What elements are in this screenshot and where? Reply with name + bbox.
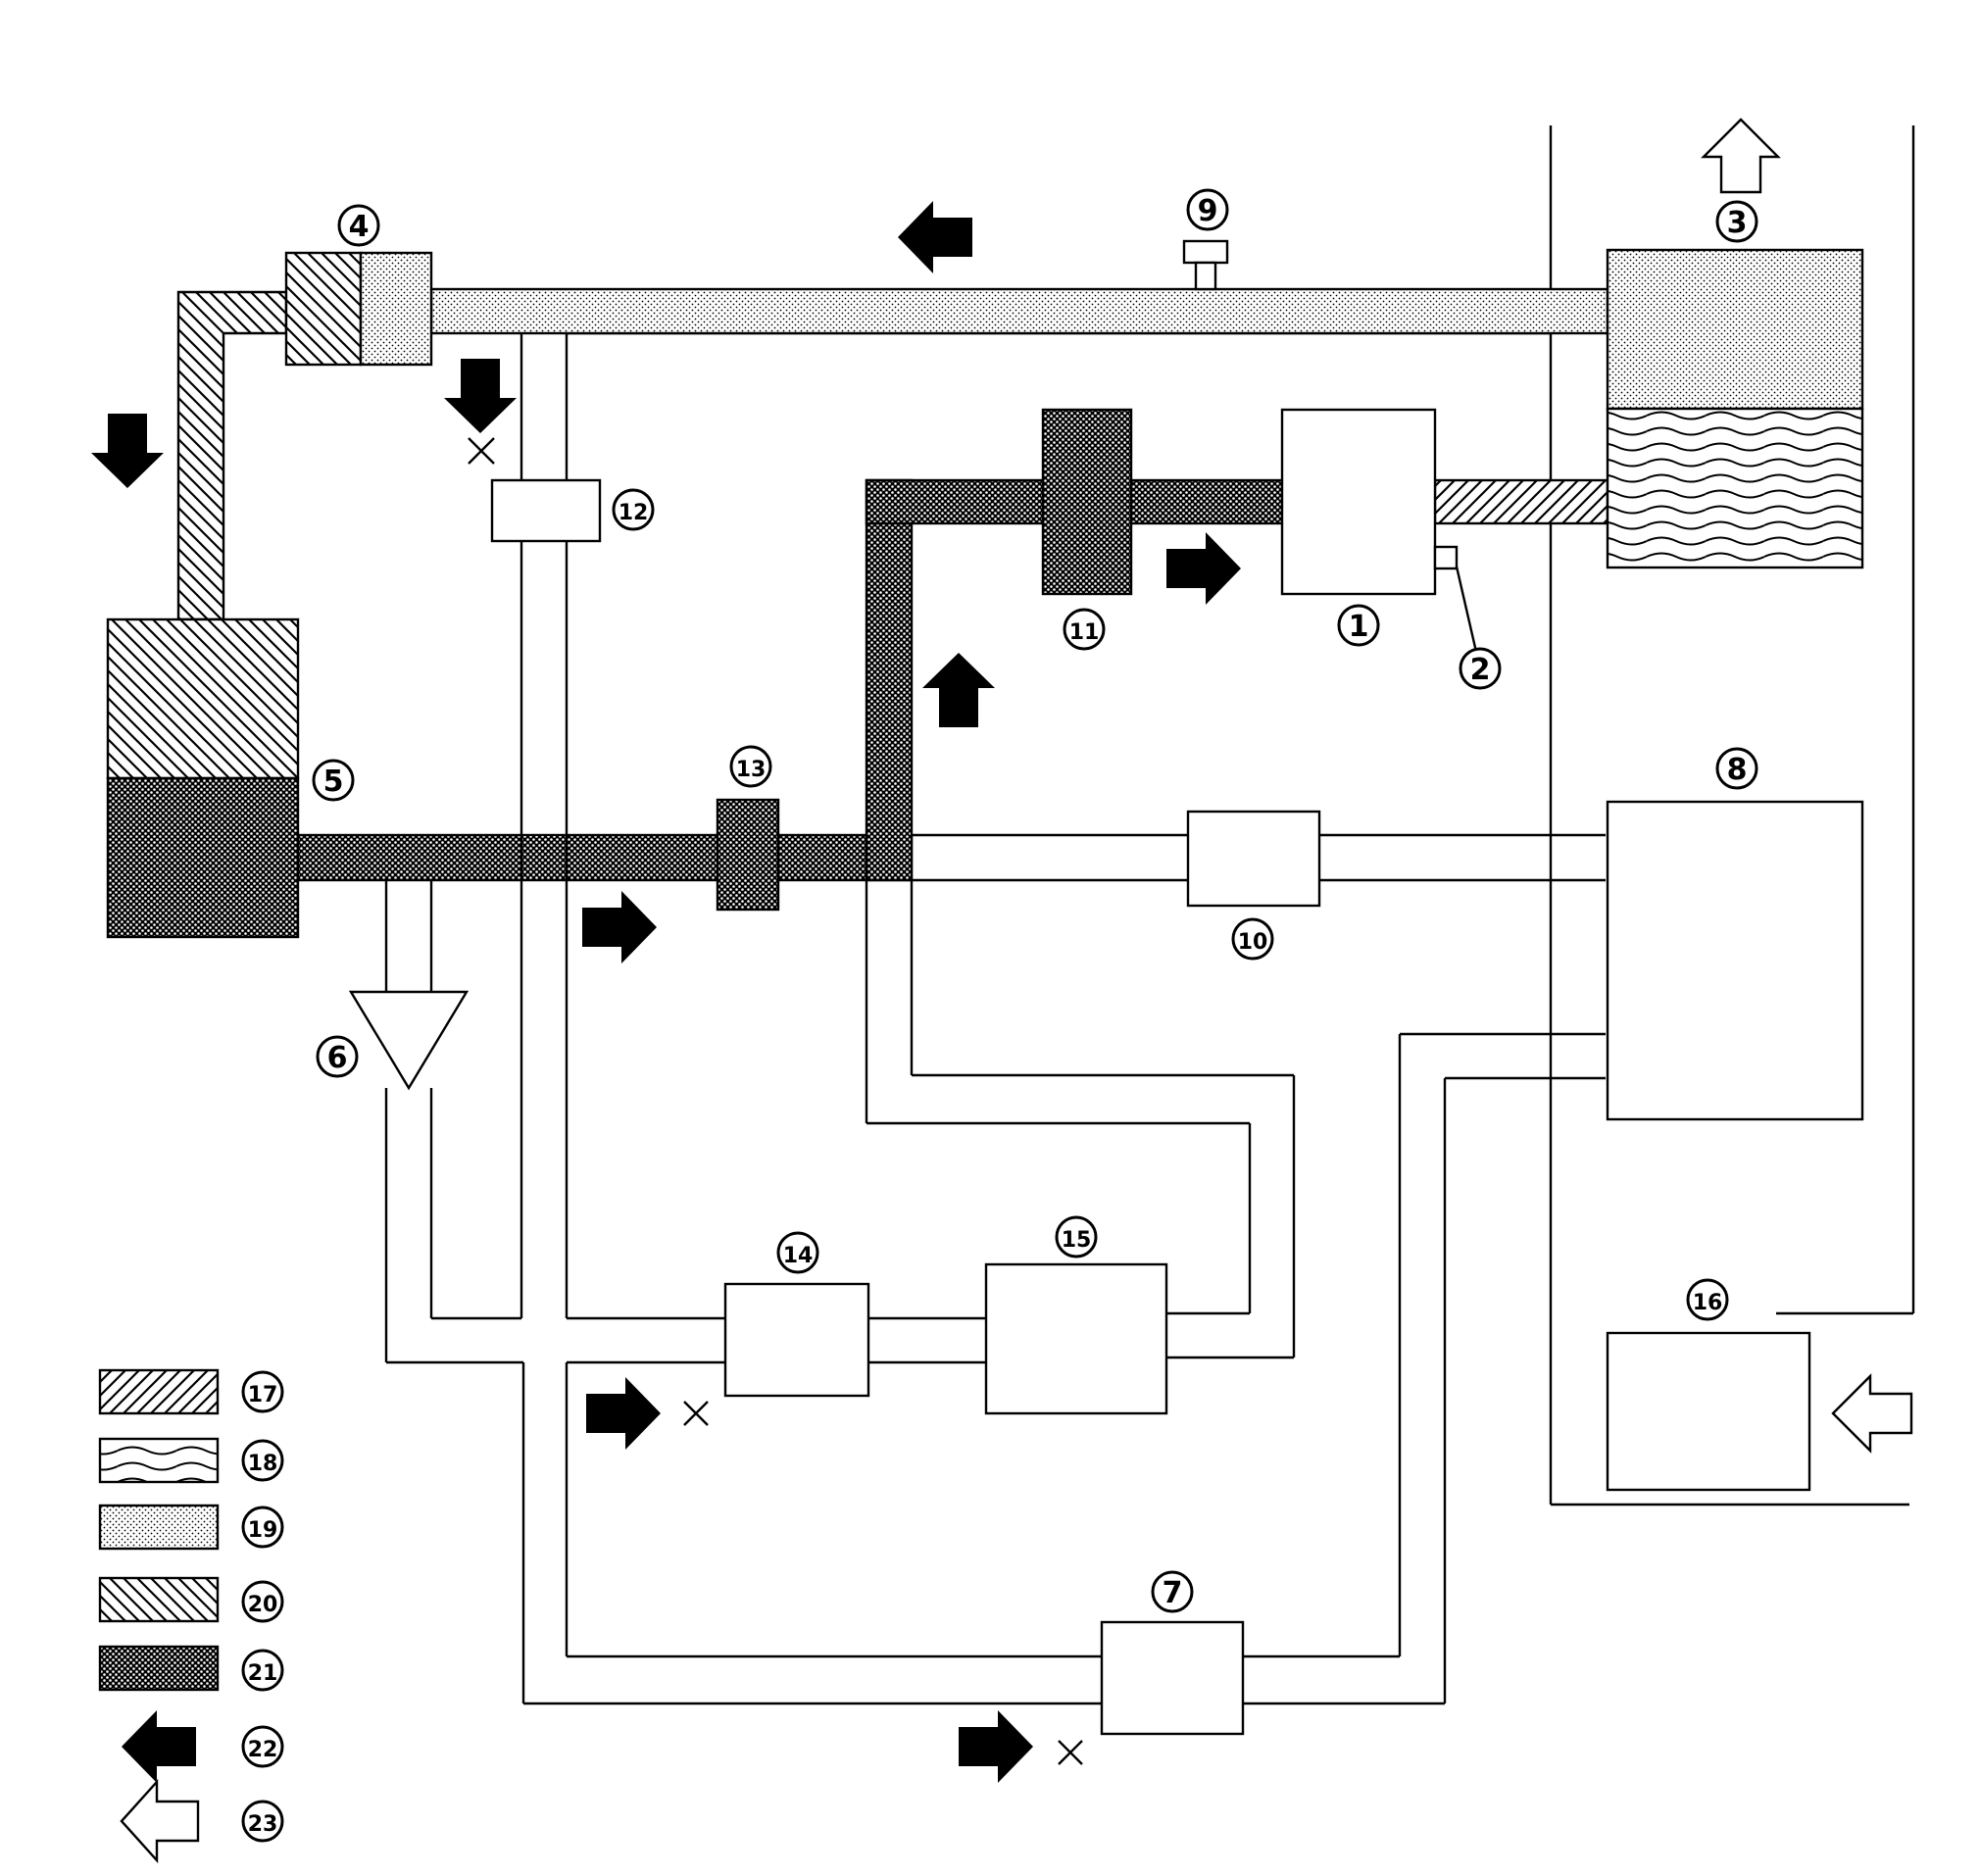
legend-swatch-21 [98, 1645, 220, 1692]
svg-text:12: 12 [619, 501, 649, 525]
component-16 [1606, 1331, 1811, 1492]
legend-swatch-18 [98, 1437, 220, 1484]
component-1 [1280, 408, 1437, 596]
label-15: 15 [1055, 1215, 1098, 1259]
svg-text:8: 8 [1727, 753, 1748, 787]
svg-text:20: 20 [248, 1593, 278, 1617]
label-1: 1 [1337, 604, 1380, 647]
flow-arrow-riser [922, 653, 995, 727]
label-19: 19 [241, 1506, 284, 1549]
component-10 [1186, 810, 1321, 908]
tank-3-bottom [1606, 407, 1864, 569]
label-13: 13 [729, 745, 772, 788]
label-22: 22 [241, 1725, 284, 1768]
label-20: 20 [241, 1580, 284, 1623]
svg-text:1: 1 [1349, 610, 1369, 644]
svg-text:9: 9 [1198, 194, 1218, 228]
component-4-right [359, 251, 433, 367]
component-14 [723, 1282, 870, 1398]
label-8: 8 [1715, 747, 1758, 790]
svg-text:11: 11 [1069, 620, 1100, 645]
dense-pipe-lower [296, 833, 914, 882]
svg-text:2: 2 [1470, 653, 1491, 687]
flow-arrow-to-1 [1166, 532, 1241, 605]
intake-outline-arrow [1831, 1373, 1913, 1454]
svg-text:10: 10 [1238, 930, 1268, 955]
svg-text:7: 7 [1163, 1576, 1183, 1610]
tank-3-top [1606, 248, 1864, 411]
legend-swatch-20 [98, 1576, 220, 1623]
sensor-2 [1433, 545, 1459, 570]
blocked-marks [468, 437, 1083, 1765]
component-13 [716, 798, 780, 912]
leader-2 [1455, 566, 1478, 653]
flow-arrow-top [898, 201, 972, 273]
legend-solid-arrow [122, 1710, 196, 1783]
svg-text:6: 6 [327, 1041, 348, 1075]
label-10: 10 [1231, 917, 1274, 961]
label-21: 21 [241, 1649, 284, 1692]
label-17: 17 [241, 1370, 284, 1413]
component-6 [348, 990, 470, 1091]
svg-text:4: 4 [349, 210, 370, 244]
top-pipe [429, 287, 1609, 335]
svg-text:5: 5 [323, 765, 344, 799]
dense-pipe-riser [865, 478, 914, 882]
legend-outline-arrow [120, 1778, 200, 1864]
label-12: 12 [612, 488, 655, 531]
label-4: 4 [337, 204, 380, 247]
label-7: 7 [1151, 1570, 1194, 1613]
label-5: 5 [312, 759, 355, 802]
gauge-9 [1182, 239, 1229, 265]
svg-text:17: 17 [248, 1383, 278, 1407]
label-9: 9 [1186, 188, 1229, 231]
svg-text:13: 13 [736, 758, 767, 782]
svg-text:16: 16 [1693, 1291, 1723, 1315]
component-12 [490, 478, 602, 543]
label-18: 18 [241, 1439, 284, 1482]
component-7 [1100, 1620, 1245, 1736]
flow-arrow-to-7 [959, 1710, 1033, 1783]
label-2: 2 [1459, 647, 1502, 690]
label-6: 6 [316, 1035, 359, 1078]
component-4-left [284, 251, 363, 367]
exhaust-outline-arrow [1701, 118, 1781, 194]
svg-text:15: 15 [1062, 1228, 1092, 1253]
label-11: 11 [1063, 608, 1106, 651]
hatched-pipe-right [1433, 478, 1609, 525]
plain-pipes [384, 125, 1915, 1705]
svg-text:23: 23 [248, 1812, 278, 1837]
svg-text:3: 3 [1727, 206, 1748, 240]
flow-arrow-left-down [91, 414, 164, 488]
legend-swatch-17 [98, 1368, 220, 1415]
component-8 [1606, 800, 1864, 1121]
label-23: 23 [241, 1800, 284, 1843]
flow-arrow-lower [582, 891, 657, 963]
tank-5-top [106, 617, 300, 780]
flow-arrow-drain [444, 359, 517, 433]
left-hatched-pipe [176, 290, 288, 621]
svg-text:14: 14 [783, 1244, 814, 1268]
svg-text:21: 21 [248, 1661, 278, 1686]
svg-text:18: 18 [248, 1452, 278, 1476]
svg-text:22: 22 [248, 1738, 278, 1762]
flow-arrow-to-14 [586, 1377, 661, 1450]
svg-text:19: 19 [248, 1518, 278, 1543]
label-14: 14 [776, 1231, 819, 1274]
label-16: 16 [1686, 1278, 1729, 1321]
component-11 [1041, 408, 1133, 596]
label-3: 3 [1715, 200, 1758, 243]
component-15 [984, 1262, 1168, 1415]
legend-swatch-19 [98, 1504, 220, 1551]
tank-5-bottom [106, 776, 300, 939]
